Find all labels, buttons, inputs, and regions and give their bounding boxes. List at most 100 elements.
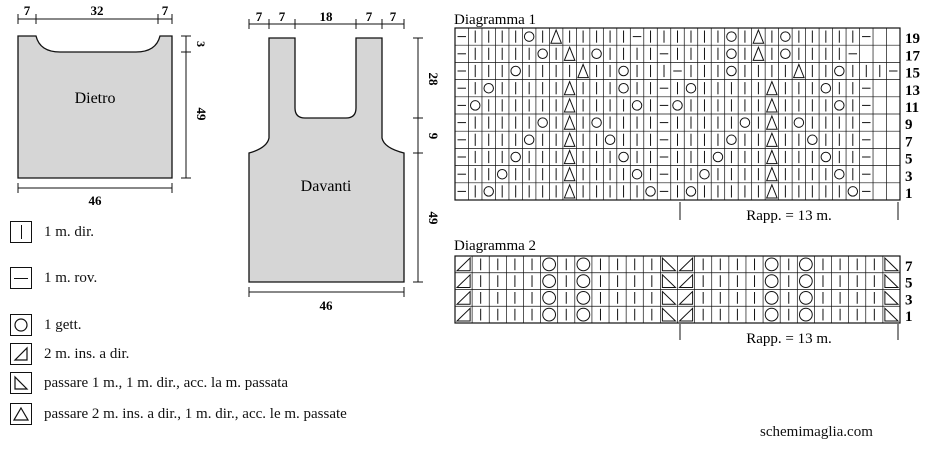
diagram2-repeat-label: Rapp. = 13 m. xyxy=(746,331,832,347)
yarn-over-symbol xyxy=(618,65,629,77)
diagram1-grid xyxy=(454,27,901,201)
k2tog-symbol xyxy=(678,273,694,288)
yarn-over-symbol xyxy=(739,117,751,128)
yarn-over-symbol xyxy=(542,291,557,305)
yarn-over-symbol xyxy=(699,168,710,180)
yarn-over-symbol xyxy=(793,117,805,128)
purl-stitch-icon xyxy=(10,267,32,289)
row-number: 13 xyxy=(905,83,920,99)
back-top-dim-right: 7 xyxy=(162,3,169,18)
back-schematic: 7 32 7 3 49 46 Dietro xyxy=(17,3,209,208)
k2tog-symbol xyxy=(455,307,471,322)
yarn-over-symbol xyxy=(523,134,535,146)
yarn-over-symbol xyxy=(807,134,818,146)
legend-item-yo: 1 gett. xyxy=(10,313,82,337)
yarn-over-symbol xyxy=(542,307,557,322)
legend-label-purl: 1 m. rov. xyxy=(44,269,98,286)
yarn-over-symbol xyxy=(631,100,643,111)
legend-item-skpo: passare 1 m., 1 m. dir., acc. la m. pass… xyxy=(10,371,288,395)
back-top-dim-left: 7 xyxy=(24,3,31,18)
diagram1-repeat-label: Rapp. = 13 m. xyxy=(746,208,832,224)
skpo-icon xyxy=(10,372,32,394)
yarn-over-symbol xyxy=(645,186,656,197)
sk2po-symbol xyxy=(765,80,778,96)
legend-label-skpo: passare 1 m., 1 m. dir., acc. la m. pass… xyxy=(44,374,289,391)
yarn-over-symbol xyxy=(726,31,737,42)
sk2po-symbol xyxy=(563,97,576,113)
yarn-over-symbol xyxy=(847,186,859,197)
sk2po-symbol xyxy=(563,45,576,61)
row-number: 9 xyxy=(905,117,913,133)
skpo-symbol xyxy=(884,273,900,288)
legend-label-k2tog: 2 m. ins. a dir. xyxy=(44,345,130,362)
sk2po-symbol xyxy=(550,28,563,44)
front-top-dim-1: 7 xyxy=(256,9,263,24)
skpo-symbol xyxy=(884,307,900,322)
yarn-over-symbol xyxy=(537,117,548,128)
back-panel-shape xyxy=(17,35,173,179)
knit-stitch-icon xyxy=(10,221,32,243)
site-credit: schemimaglia.com xyxy=(760,424,873,440)
legend-item-purl: 1 m. rov. xyxy=(10,266,97,290)
yarn-over-icon xyxy=(10,314,32,336)
back-label: Dietro xyxy=(75,90,116,107)
row-number: 3 xyxy=(905,292,913,308)
skpo-symbol xyxy=(661,307,677,322)
yarn-over-symbol xyxy=(780,31,791,42)
sk2po-symbol xyxy=(752,28,765,44)
legend-label-yo: 1 gett. xyxy=(44,316,82,333)
k2tog-symbol xyxy=(455,256,471,272)
legend-label-knit: 1 m. dir. xyxy=(44,223,95,240)
yarn-over-symbol xyxy=(798,291,813,305)
yarn-over-symbol xyxy=(820,82,832,94)
front-top-dim-3: 18 xyxy=(320,9,334,24)
yarn-over-symbol xyxy=(576,291,591,305)
front-top-dim-2: 7 xyxy=(279,9,286,24)
back-bottom-dim: 46 xyxy=(89,193,103,208)
front-bottom-dim: 46 xyxy=(320,298,334,313)
back-top-dim-mid: 32 xyxy=(91,3,104,18)
sk2po-symbol xyxy=(563,80,576,96)
yarn-over-symbol xyxy=(483,82,494,94)
row-number: 5 xyxy=(905,276,913,292)
row-number: 7 xyxy=(905,259,913,275)
k2tog-symbol xyxy=(678,307,694,322)
front-side-dim-1: 28 xyxy=(426,73,441,87)
yarn-over-symbol xyxy=(764,307,779,322)
front-side-dim-2: 9 xyxy=(426,133,441,140)
yarn-over-symbol xyxy=(591,48,602,60)
sk2po-symbol xyxy=(563,166,576,182)
yarn-over-symbol xyxy=(834,168,845,180)
front-schematic: 7 7 18 7 7 28 9 49 46 Davanti xyxy=(248,9,441,313)
yarn-over-symbol xyxy=(618,82,629,94)
yarn-over-symbol xyxy=(631,168,643,180)
row-number: 1 xyxy=(905,309,913,325)
front-panel-shape xyxy=(248,37,405,283)
row-number: 19 xyxy=(905,31,920,47)
yarn-over-symbol xyxy=(576,257,591,272)
yarn-over-symbol xyxy=(537,48,548,60)
skpo-symbol xyxy=(661,256,677,272)
yarn-over-symbol xyxy=(820,151,832,163)
yarn-over-symbol xyxy=(510,151,521,163)
skpo-symbol xyxy=(884,256,900,272)
yarn-over-symbol xyxy=(726,65,737,77)
yarn-over-symbol xyxy=(576,307,591,322)
yarn-over-symbol xyxy=(726,134,737,146)
front-label: Davanti xyxy=(301,178,352,195)
front-top-dim-4: 7 xyxy=(366,9,373,24)
sk2po-symbol xyxy=(563,149,576,165)
k2tog-symbol xyxy=(455,290,471,305)
yarn-over-symbol xyxy=(764,291,779,305)
row-number: 1 xyxy=(905,186,913,202)
skpo-symbol xyxy=(884,290,900,305)
yarn-over-symbol xyxy=(834,100,845,111)
row-number: 3 xyxy=(905,169,913,185)
yarn-over-symbol xyxy=(764,274,779,288)
legend-label-sk2po: passare 2 m. ins. a dir., 1 m. dir., acc… xyxy=(44,405,347,422)
row-number: 11 xyxy=(905,100,919,116)
yarn-over-symbol xyxy=(798,307,813,322)
